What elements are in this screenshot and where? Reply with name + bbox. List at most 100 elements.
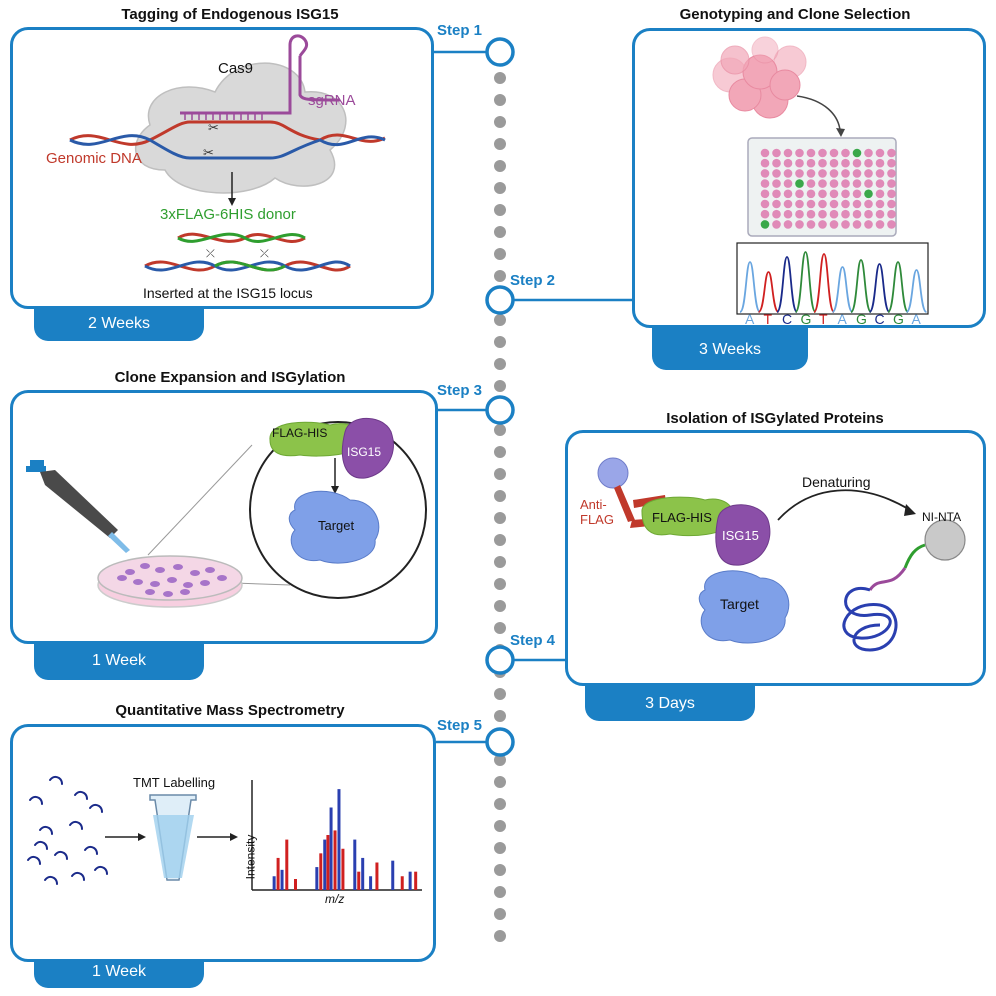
- plate-well: [864, 209, 873, 219]
- plate-well: [818, 179, 827, 188]
- plate-well: [760, 189, 770, 199]
- plate-well: [783, 189, 793, 199]
- plate-well: [875, 158, 885, 168]
- sequence-letter: C: [874, 311, 885, 327]
- timeline-dot: [494, 94, 506, 106]
- plate-well: [783, 148, 793, 158]
- cell: [217, 575, 227, 581]
- timeline-dot: [494, 116, 506, 128]
- timeline-dot: [494, 226, 506, 238]
- ni-nta-label: NI-NTA: [922, 510, 962, 524]
- timeline-dot: [494, 270, 506, 282]
- plate-well: [829, 199, 839, 209]
- sequence-letter: G: [856, 311, 867, 327]
- timeline-dot: [494, 512, 506, 524]
- unfolded-protein-purple: [868, 567, 907, 591]
- cell: [180, 589, 190, 595]
- isg15-label: ISG15: [347, 445, 382, 459]
- plate-well: [887, 220, 896, 229]
- plate-well: [760, 169, 770, 178]
- chromatogram-peak: [794, 251, 817, 313]
- peptide: [39, 825, 53, 835]
- plate-well: [864, 169, 873, 178]
- plate-well: [772, 179, 781, 188]
- plate-well: [760, 179, 770, 188]
- plate-well: [795, 220, 804, 229]
- timeline-dot: [494, 776, 506, 788]
- plate-well: [783, 169, 793, 178]
- crossover-mark-right: ⤫: [260, 248, 269, 260]
- anti-flag-label-2: FLAG: [580, 512, 614, 527]
- sgrna-teeth: [184, 113, 263, 120]
- plate-well: [760, 148, 770, 158]
- plate-well: [864, 179, 873, 188]
- step-5-marker: [485, 727, 515, 757]
- tmt-label: TMT Labelling: [133, 775, 216, 790]
- cell-cluster: [712, 36, 807, 119]
- isg15-blob: [341, 417, 394, 479]
- timeline-circles: [485, 37, 515, 757]
- peptide: [49, 775, 63, 785]
- inserted-label: Inserted at the ISG15 locus: [143, 285, 313, 301]
- plate-well: [818, 199, 827, 209]
- sequence-letter: C: [782, 311, 793, 327]
- plate-well: [875, 220, 885, 229]
- chromatogram-peak: [739, 261, 761, 313]
- peptide: [34, 840, 48, 850]
- chromatogram-peak: [813, 253, 835, 313]
- plate-well: [818, 189, 827, 199]
- flag-his-label: FLAG-HIS: [272, 426, 328, 440]
- timeline-dot: [494, 930, 506, 942]
- donor-dna-green: [177, 232, 306, 243]
- plate-well: [887, 179, 896, 188]
- peptide: [44, 875, 58, 885]
- plate-well: [852, 169, 862, 178]
- denaturing-label: Denaturing: [802, 474, 871, 490]
- plate-well: [806, 189, 816, 199]
- sgrna-label: sgRNA: [308, 92, 356, 109]
- step-1-marker: [485, 37, 515, 67]
- cell: [183, 582, 193, 588]
- cell: [155, 567, 165, 573]
- plate-well: [841, 179, 850, 188]
- flag-his-label: FLAG-HIS: [652, 510, 712, 525]
- sgrna-strand: [180, 34, 341, 115]
- cell: [145, 589, 155, 595]
- plate-well: [852, 179, 862, 188]
- plate-well: [795, 199, 804, 209]
- step-4-marker: [485, 645, 515, 675]
- plate-well: [760, 199, 770, 209]
- plate-well: [829, 220, 839, 229]
- cell: [190, 570, 200, 576]
- peptide: [71, 871, 85, 881]
- plate-well: [806, 158, 816, 168]
- cell: [117, 575, 127, 581]
- step-5-label: Step 5: [437, 717, 483, 734]
- timeline-dot: [494, 864, 506, 876]
- chart-xlabel: m/z: [325, 892, 345, 906]
- peptide: [74, 790, 88, 800]
- chromatogram-peak: [776, 256, 798, 313]
- plate-well: [783, 179, 793, 188]
- plate-well: [795, 209, 804, 219]
- plate-well: [841, 199, 850, 209]
- plate-well: [772, 209, 781, 219]
- step-3-marker: [485, 395, 515, 425]
- cell: [173, 564, 183, 570]
- plate-well: [841, 209, 850, 219]
- peptide-fragments: [27, 775, 108, 885]
- plate-well: [760, 209, 770, 219]
- plate-well: [887, 209, 896, 219]
- timeline-dot: [494, 600, 506, 612]
- timeline-dot: [494, 886, 506, 898]
- unfolded-protein-green: [903, 543, 926, 569]
- timeline-dot: [494, 314, 506, 326]
- timeline-dot: [494, 622, 506, 634]
- plate-well: [806, 179, 816, 188]
- arrow-curve: [796, 95, 841, 131]
- plate-well: [841, 220, 850, 229]
- plate-well: [875, 169, 885, 178]
